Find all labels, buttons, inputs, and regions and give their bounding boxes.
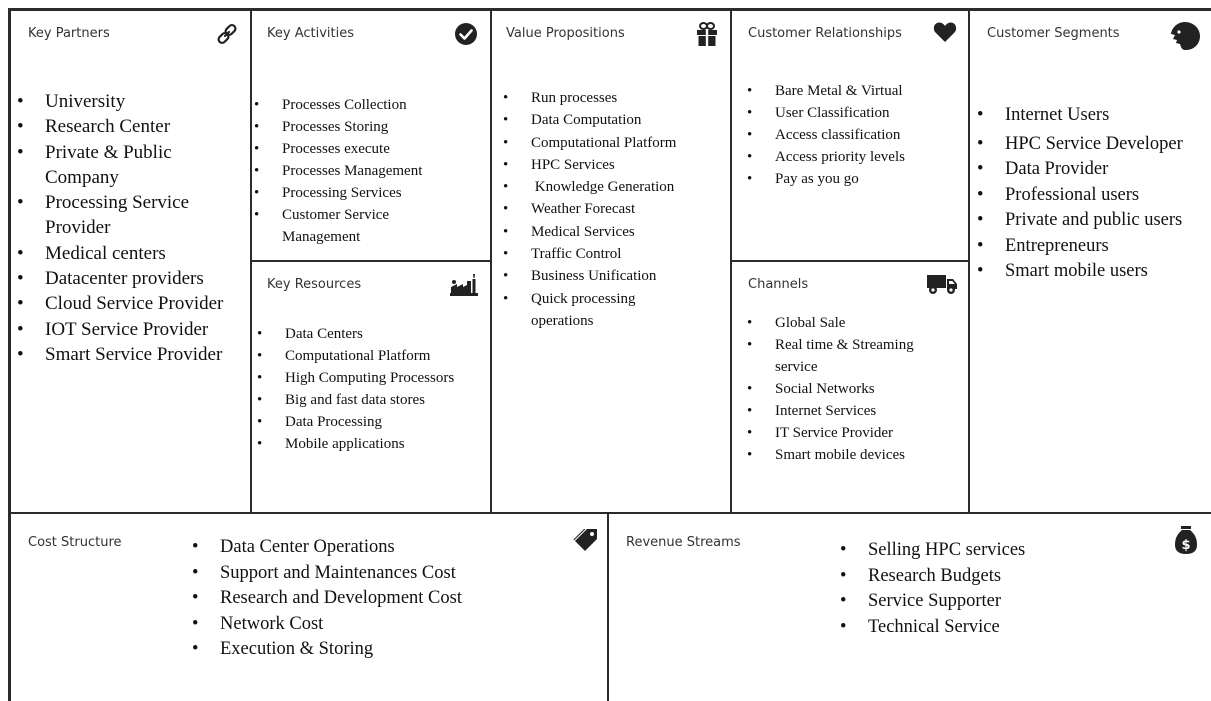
- block-title: Customer Segments: [987, 26, 1120, 41]
- cost-structure-list: Data Center Operations Support and Maint…: [192, 535, 552, 663]
- list-item: Processes Storing: [254, 116, 484, 138]
- key-resources-list: Data Centers Computational Platform High…: [257, 323, 489, 455]
- list-item: Data Provider: [977, 157, 1209, 183]
- divider: [8, 512, 1211, 514]
- block-title: Value Propositions: [506, 26, 625, 41]
- divider: [730, 260, 969, 262]
- list-item: Knowledge Generation: [503, 176, 728, 199]
- list-item: Research and Development Cost: [192, 586, 552, 612]
- list-item: Business Unification: [503, 265, 728, 288]
- list-item: Data Processing: [257, 411, 489, 433]
- list-item: Private & Public Company: [17, 140, 247, 191]
- truck-icon: [925, 272, 959, 296]
- list-item: Access priority levels: [747, 146, 967, 168]
- divider: [250, 260, 491, 262]
- divider: [607, 513, 609, 701]
- list-item: Processes execute: [254, 138, 484, 160]
- block-title: Revenue Streams: [626, 535, 741, 550]
- divider: [968, 10, 970, 513]
- customer-segments-list: Internet Users HPC Service Developer Dat…: [977, 103, 1209, 285]
- list-item: Run processes: [503, 87, 728, 110]
- list-item: Internet Services: [747, 400, 962, 422]
- block-title: Cost Structure: [28, 535, 122, 550]
- list-item: Social Networks: [747, 378, 962, 400]
- block-title: Key Partners: [28, 26, 110, 41]
- list-item: Traffic Control: [503, 243, 728, 266]
- price-tag-icon: [572, 526, 600, 554]
- list-item: Technical Service: [840, 615, 1140, 641]
- divider: [490, 10, 492, 513]
- revenue-streams-list: Selling HPC services Research Budgets Se…: [840, 538, 1140, 640]
- heart-icon: [932, 20, 958, 44]
- list-item: HPC Service Developer: [977, 132, 1209, 158]
- link-icon: [214, 21, 240, 47]
- list-item: Network Cost: [192, 612, 552, 638]
- list-item: Customer Service Management: [254, 204, 422, 248]
- face-icon: [1168, 20, 1202, 52]
- list-item: Service Supporter: [840, 589, 1140, 615]
- svg-text:$: $: [1181, 538, 1190, 553]
- list-item: Research Budgets: [840, 564, 1140, 590]
- list-item: Private and public users: [977, 208, 1209, 234]
- list-item: HPC Services: [503, 154, 728, 177]
- list-item: Medical centers: [17, 241, 247, 267]
- list-item: University: [17, 89, 247, 115]
- list-item: Weather Forecast: [503, 198, 728, 221]
- list-item: Smart mobile devices: [747, 444, 962, 466]
- list-item: Professional users: [977, 183, 1209, 209]
- list-item: Pay as you go: [747, 168, 967, 190]
- list-item: Data Computation: [503, 109, 728, 132]
- list-item: Execution & Storing: [192, 637, 552, 663]
- check-circle-icon: [453, 21, 479, 47]
- list-item: Processing Service Provider: [17, 190, 247, 241]
- canvas-frame: [8, 8, 1211, 701]
- list-item: Processes Collection: [254, 94, 484, 116]
- block-title: Key Resources: [267, 277, 362, 292]
- list-item: Research Center: [17, 114, 247, 140]
- list-item: User Classification: [747, 102, 967, 124]
- list-item: Data Center Operations: [192, 535, 552, 561]
- block-title: Customer Relationships: [748, 26, 902, 41]
- list-item: Big and fast data stores: [257, 389, 489, 411]
- list-item: Medical Services: [503, 221, 728, 244]
- list-item: Processes Management: [254, 160, 484, 182]
- list-item: IT Service Provider: [747, 422, 962, 444]
- list-item: Bare Metal & Virtual: [747, 80, 967, 102]
- list-item: Global Sale: [747, 312, 962, 334]
- list-item: Real time & Streaming service: [747, 334, 945, 378]
- key-activities-list: Processes Collection Processes Storing P…: [254, 94, 484, 248]
- list-item: Computational Platform: [503, 132, 728, 155]
- money-bag-icon: $: [1173, 524, 1199, 556]
- block-title: Channels: [748, 277, 809, 292]
- channels-list: Global Sale Real time & Streaming servic…: [747, 312, 962, 466]
- list-item: Datacenter providers: [17, 266, 247, 292]
- customer-relationships-list: Bare Metal & Virtual User Classification…: [747, 80, 967, 190]
- list-item: Smart Service Provider: [17, 342, 247, 368]
- list-item: Entrepreneurs: [977, 234, 1209, 260]
- list-item: Support and Maintenances Cost: [192, 561, 552, 587]
- list-item: High Computing Processors: [257, 367, 489, 389]
- value-propositions-list: Run processes Data Computation Computati…: [503, 87, 728, 332]
- factory-icon: [448, 271, 480, 299]
- list-item: IOT Service Provider: [17, 317, 247, 343]
- list-item: Quick processing operations: [503, 288, 661, 333]
- list-item: Smart mobile users: [977, 259, 1209, 285]
- block-title: Key Activities: [267, 26, 355, 41]
- list-item: Selling HPC services: [840, 538, 1140, 564]
- gift-icon: [694, 20, 720, 48]
- list-item: Mobile applications: [257, 433, 489, 455]
- list-item: Data Centers: [257, 323, 489, 345]
- list-item: Access classification: [747, 124, 967, 146]
- list-item: Computational Platform: [257, 345, 489, 367]
- list-item: Processing Services: [254, 182, 484, 204]
- list-item: Internet Users: [977, 103, 1209, 129]
- list-item: Cloud Service Provider: [17, 291, 247, 317]
- key-partners-list: University Research Center Private & Pub…: [17, 89, 247, 368]
